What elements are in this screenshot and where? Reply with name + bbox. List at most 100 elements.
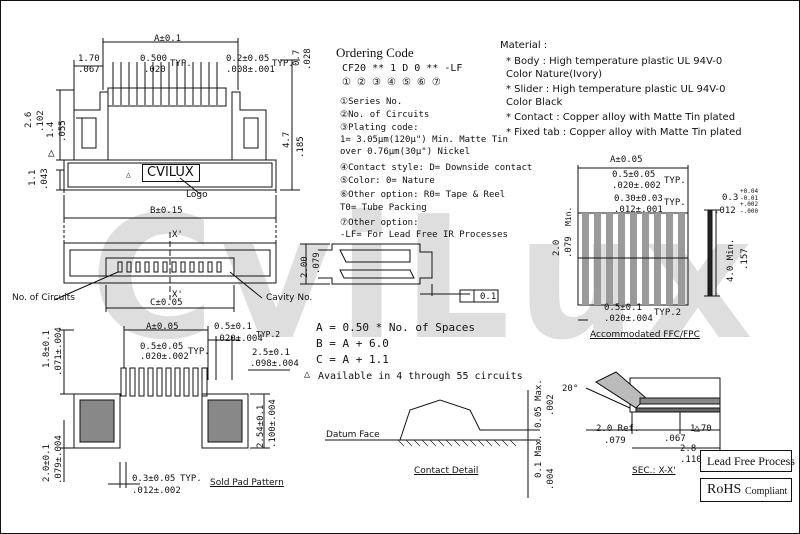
dim-2-6: 2.6 — [24, 111, 34, 128]
rohs-compliant-text: Compliant — [745, 486, 788, 497]
dim-1-1: 1.1 — [28, 169, 38, 186]
formula-a: A = 0.50 * No. of Spaces — [316, 321, 475, 334]
pad-dim-012: .012±.002 — [132, 486, 181, 496]
pad-dim-typb: TYP. — [180, 474, 202, 484]
ordering-line: T0= Tube Packing — [340, 203, 427, 213]
lead-free-text: Lead Free Process — [707, 454, 795, 468]
ordering-line: over 0.76μm(30μ") Nickel — [340, 147, 471, 157]
dim-043: .043 — [40, 168, 50, 190]
dim-102: .102 — [36, 110, 46, 132]
ffc-dim-03: 0.3 — [722, 193, 739, 203]
ordering-line: ④Contact style: D= Downside contact — [340, 163, 533, 173]
dim-1-4: 1.4 — [46, 121, 56, 138]
sec-dim-20deg: 20° — [562, 384, 579, 394]
lead-free-badge: Lead Free Process — [700, 450, 795, 472]
dim-0-7: 0.7 — [292, 49, 302, 66]
ordering-line: ⑦Other option: — [340, 218, 419, 228]
dim-1-70: 1.70 — [78, 54, 100, 64]
warning-icon: △ — [48, 146, 55, 159]
dim-2-00: 2.00 — [300, 256, 310, 278]
sec-dim-067: .067 — [664, 434, 686, 444]
side-view — [300, 243, 499, 303]
ffc-dim-typ2: TYP.2 — [654, 308, 682, 318]
material-title: Material : — [500, 40, 548, 51]
solder-pad-label: Sold Pad Pattern — [210, 478, 284, 488]
cd-dim-002: .002 — [546, 394, 556, 416]
dim-079: .079 — [312, 252, 322, 274]
top-view — [56, 38, 300, 222]
pad-dim-03: 0.3±0.05 — [132, 474, 176, 484]
pad-dim-20: 2.0±0.1 — [42, 444, 52, 482]
sec-dim-28: 2.8 — [680, 444, 697, 454]
cd-dim-004: .004 — [546, 468, 556, 490]
ordering-line: ⑥Other option: R0= Tape & Reel — [340, 190, 506, 200]
ffc-dim-tol1: +0.04 — [740, 188, 759, 195]
pad-dim-05: 0.5±0.1 — [214, 322, 252, 332]
material-line: * Contact : Copper alloy with Matte Tin … — [506, 112, 736, 123]
logo-label: Logo — [186, 190, 208, 200]
warning-icon: △ — [304, 369, 311, 380]
ffc-dim-min: Min. — [564, 206, 573, 226]
warning-icon: △ — [126, 170, 131, 179]
datum-face-label: Datum Face — [326, 430, 380, 440]
pad-dim-098: .098±.004 — [250, 359, 299, 369]
dim-028: .028 — [303, 48, 313, 70]
ffc-dim-tol3: +.002 — [740, 201, 759, 208]
pad-dim-typ2: TYP.2 — [256, 330, 281, 339]
sec-dim-20ref: 2.0 Ref. — [596, 424, 640, 434]
pad-dim-079: .079±.004 — [54, 435, 64, 484]
ordering-line: ⑤Color: 0= Nature — [340, 176, 435, 186]
rohs-text: RoHS — [707, 482, 742, 497]
dim-4-7: 4.7 — [282, 131, 292, 148]
pad-dim-254: 2.54±0.1 — [256, 404, 266, 448]
ffc-dim-012b: .012 — [714, 206, 736, 216]
ordering-marks: ① ② ③ ④ ⑤ ⑥ ⑦ — [342, 77, 441, 88]
pad-dim-a: A±0.05 — [146, 322, 179, 332]
rohs-badge: RoHS Compliant — [700, 478, 792, 502]
dim-008: .008±.001 — [226, 65, 275, 75]
contact-detail-label: Contact Detail — [414, 466, 479, 476]
material-line: Color Nature(Ivory) — [506, 69, 603, 80]
ffc-dim-typ: TYP. — [664, 176, 686, 186]
ffc-dim-tol2: -0.01 — [740, 195, 759, 202]
material-line: * Fixed tab : Copper alloy with Matte Ti… — [506, 127, 742, 138]
dim-0-500: 0.500 — [140, 54, 168, 64]
ordering-line: ②No. of Circuits — [340, 110, 430, 120]
section-mark-bottom: X' — [172, 290, 183, 300]
available-note: Available in 4 through 55 circuits — [318, 371, 523, 382]
cd-dim-005: 0.05 Max. — [534, 379, 544, 428]
contact-detail — [325, 390, 540, 498]
dim-typ-2: TYP. — [272, 59, 294, 69]
ffc-dim-079: .079 — [564, 236, 574, 258]
dim-c: C±0.05 — [150, 298, 183, 308]
logo-box: CVILUX — [142, 164, 200, 182]
dim-185: .185 — [296, 136, 306, 158]
ordering-line: ①Series No. — [340, 97, 403, 107]
ffc-fpc-label: Accommodated FFC/FPC — [590, 330, 700, 340]
ffc-dim-05: 0.5±0.05 — [612, 170, 656, 180]
dim-067: .067 — [78, 65, 100, 75]
front-view — [53, 190, 277, 312]
ffc-dim-012: .012±.001 — [614, 205, 663, 215]
solder-pad-pattern — [60, 326, 290, 488]
no-of-circuits-label: No. of Circuits — [12, 293, 75, 303]
material-line: * Body : High temperature plastic UL 94V… — [506, 56, 723, 67]
material-line: Color Black — [506, 97, 563, 108]
flatness-value: 0.1 — [480, 292, 497, 302]
dim-055: .055 — [58, 120, 68, 142]
material-line: * Slider : High temperature plastic UL 9… — [506, 84, 726, 95]
formula-c: C = A + 1.1 — [316, 353, 389, 366]
sec-dim-110: .110 — [680, 455, 702, 465]
formula-b: B = A + 6.0 — [316, 337, 389, 350]
ffc-dim-157: .157 — [740, 248, 750, 270]
pad-dim-020: .020±.004 — [214, 334, 263, 344]
sec-dim-079: .079 — [604, 436, 626, 446]
cd-dim-01: 0.1 Max. — [534, 434, 544, 478]
ordering-code: CF20 ** 1 D 0 ** -LF — [342, 63, 463, 74]
ffc-dim-020: .020±.002 — [612, 181, 661, 191]
ordering-line: 1= 3.05μm(120μ") Min. Matte Tin — [340, 135, 508, 145]
section-label: SEC.: X-X' — [632, 466, 676, 476]
pad-dim-25: 2.5±0.1 — [252, 348, 290, 358]
sec-dim-170: 1.70 — [690, 424, 712, 434]
